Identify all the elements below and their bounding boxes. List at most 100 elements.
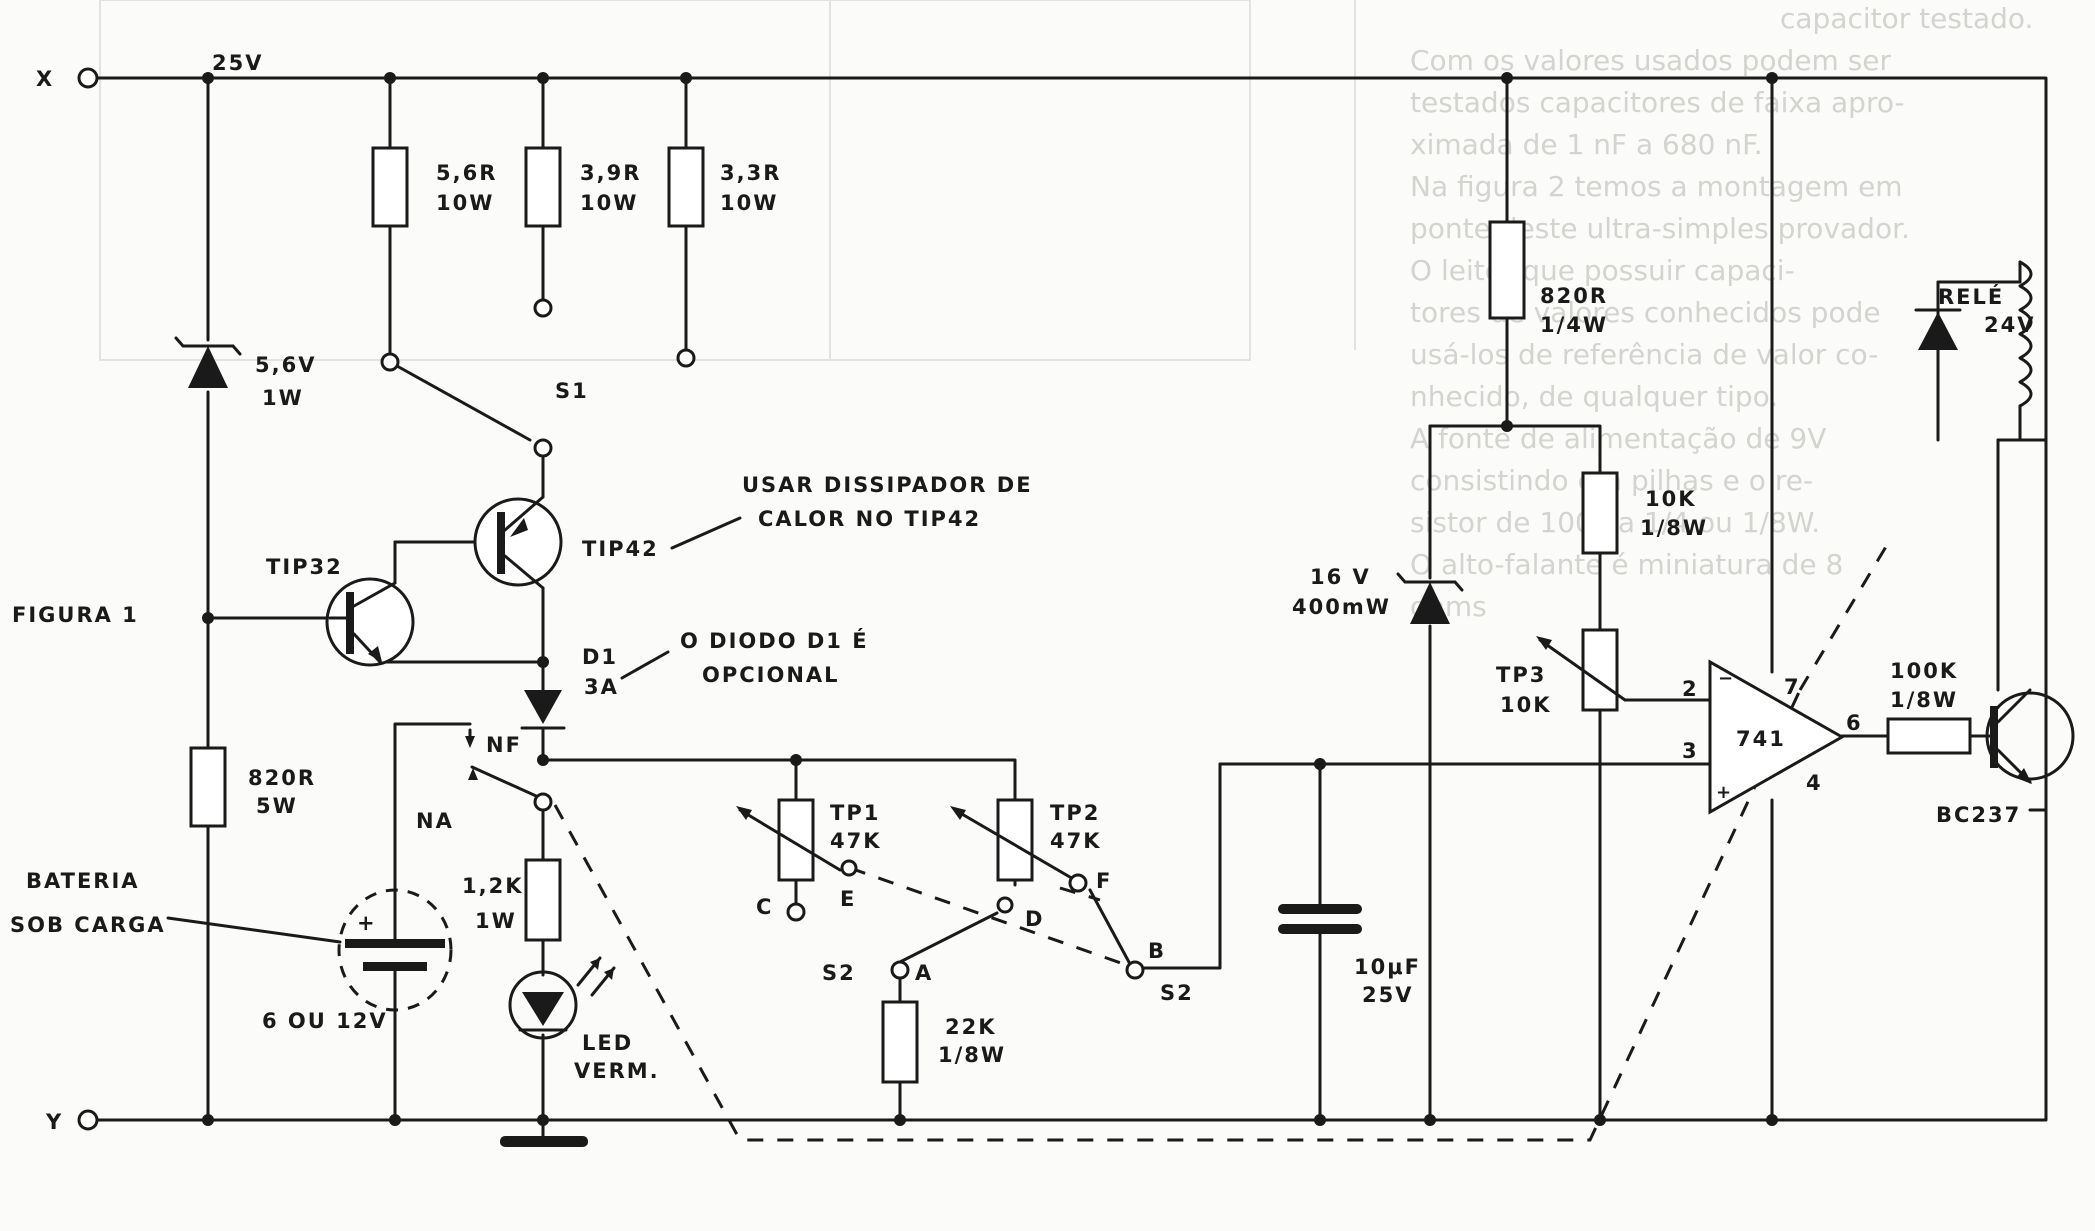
capacitor-value: 10μF	[1354, 955, 1421, 979]
r10k-power: 1/8W	[1640, 516, 1708, 540]
figure-label: FIGURA 1	[12, 603, 139, 627]
r39-power: 10W	[580, 191, 638, 215]
bleed-through-line: O alto-falante é miniatura de 8	[1410, 548, 1843, 581]
bleed-through-line: nhecido, de qualquer tipo.	[1410, 380, 1778, 413]
terminal-y	[77, 1109, 99, 1131]
battery-under-charge	[337, 888, 453, 1012]
r100k-power: 1/8W	[1890, 688, 1958, 712]
ground-bar	[500, 1136, 588, 1147]
zener-16v-power: 400mW	[1292, 595, 1391, 619]
r12k-power: 1W	[475, 909, 517, 933]
relay-contact-switch	[465, 736, 553, 812]
resistor-5r6	[371, 146, 409, 228]
zener-16v-voltage: 16 V	[1310, 565, 1371, 589]
relay-voltage: 24V	[1984, 313, 2035, 337]
pole-c-label: C	[756, 895, 773, 919]
r10k-value: 10K	[1645, 487, 1697, 511]
r820-5w-power: 5W	[256, 794, 298, 818]
r33-power: 10W	[720, 191, 778, 215]
bleed-through-line: tores de valores conhecidos pode	[1410, 296, 1881, 329]
r820q-value: 820R	[1540, 284, 1608, 308]
note-heatsink-2: CALOR NO TIP42	[758, 507, 981, 531]
rail-voltage-label: 25V	[212, 51, 263, 75]
battery-plus: +	[357, 911, 377, 935]
opamp-plus: +	[1716, 782, 1731, 803]
capacitor-10uf	[1278, 904, 1362, 934]
note-heatsink-1: USAR DISSIPADOR DE	[742, 473, 1033, 497]
opamp-pin-2: 2	[1682, 677, 1699, 701]
zener-diode-16v	[1396, 572, 1464, 624]
r100k-value: 100K	[1890, 659, 1958, 683]
tip42-label: TIP42	[582, 537, 659, 561]
tp3-name: TP3	[1496, 663, 1546, 687]
bleed-through-line: O leitor que possuir capaci-	[1410, 254, 1795, 287]
contact-nf-label: NF	[486, 733, 522, 757]
pole-b-label: B	[1148, 939, 1166, 963]
s1-contact-3r3	[676, 348, 696, 368]
tp3-value: 10K	[1500, 693, 1552, 717]
led-label-2: VERM.	[574, 1059, 660, 1083]
zener-main-voltage: 5,6V	[255, 353, 316, 377]
battery-label-1: BATERIA	[26, 869, 140, 893]
r22k-power: 1/8W	[938, 1043, 1006, 1067]
led-label-1: LED	[582, 1031, 633, 1055]
r820q-power: 1/4W	[1540, 313, 1608, 337]
junction-dots	[202, 72, 1778, 1126]
resistor-1k2	[524, 858, 562, 942]
s1-contact-5r6	[380, 352, 400, 372]
opamp-minus: −	[1718, 668, 1733, 689]
battery-label-2: SOB CARGA	[10, 913, 166, 937]
transistor-bc237	[1985, 688, 2075, 784]
bleed-through-line: Com os valores usados podem ser	[1410, 44, 1892, 77]
resistor-820r-quarter	[1488, 220, 1526, 320]
bleed-through-line: capacitor testado.	[1780, 2, 2033, 35]
r39-value: 3,9R	[580, 161, 641, 185]
s2-pole-b	[1125, 960, 1145, 980]
terminal-y-label: Y	[45, 1110, 63, 1134]
opamp-pin-4: 4	[1806, 771, 1823, 795]
s1-label: S1	[555, 379, 589, 403]
trimmer-tp2	[950, 798, 1088, 914]
tp1-name: TP1	[830, 801, 880, 825]
r22k-value: 22K	[945, 1015, 997, 1039]
trimmer-tp1	[736, 798, 858, 922]
s2-label-a: S2	[822, 961, 856, 985]
zener-diode-main	[174, 336, 242, 388]
bc237-label: BC237	[1936, 803, 2021, 827]
pole-a-label: A	[915, 961, 933, 985]
s1-contact-3r9	[533, 298, 553, 318]
relay-name: RELÉ	[1938, 284, 2004, 309]
resistor-3r3	[667, 146, 705, 228]
bleed-through-line: usá-los de referência de valor co-	[1410, 338, 1878, 371]
transistor-tip42	[473, 495, 563, 590]
bleed-through-line: ximada de 1 nF a 680 nF.	[1410, 128, 1763, 161]
zener-main-power: 1W	[262, 386, 304, 410]
tp2-name: TP2	[1050, 801, 1100, 825]
note-heatsink-leader	[670, 516, 742, 550]
terminal-x	[77, 67, 99, 89]
resistor-100k	[1886, 717, 1972, 755]
r56-power: 10W	[436, 191, 494, 215]
d1-rating: 3A	[584, 675, 619, 699]
bleed-through-line: ponte deste ultra-simples provador.	[1410, 212, 1910, 245]
capacitor-voltage: 25V	[1362, 983, 1413, 1007]
tp1-value: 47K	[830, 829, 882, 853]
bleed-through-line: Na figura 2 temos a montagem em	[1410, 170, 1903, 203]
terminal-x-label: X	[36, 67, 54, 91]
contact-na-label: NA	[416, 809, 454, 833]
s1-common	[533, 438, 553, 458]
s2-label-b: S2	[1160, 981, 1194, 1005]
resistor-820r-5w	[189, 746, 227, 828]
led-red	[508, 956, 616, 1040]
r12k-value: 1,2K	[462, 874, 523, 898]
tp2-value: 47K	[1050, 829, 1102, 853]
r820-5w-value: 820R	[248, 766, 316, 790]
opamp-pin-6: 6	[1846, 711, 1863, 735]
trimmer-tp3	[1536, 628, 1627, 712]
note-diode-1: O DIODO D1 É	[680, 628, 869, 653]
opamp-pin-3: 3	[1682, 739, 1699, 763]
s2-pole-a	[890, 960, 910, 980]
pole-d-label: D	[1025, 907, 1044, 931]
battery-leader	[166, 916, 342, 944]
